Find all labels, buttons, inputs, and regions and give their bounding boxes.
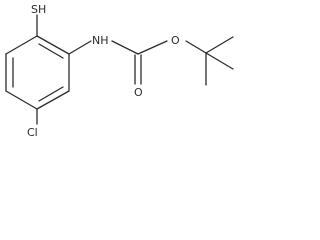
bond-tertiary-carbon-methyl-up bbox=[205, 36, 234, 54]
ring-bond-c6-c1 bbox=[5, 35, 38, 55]
ester-oxygen-label: O bbox=[171, 34, 180, 47]
ring-bond-c1-c2 bbox=[36, 35, 70, 55]
amine-label: NH bbox=[92, 34, 109, 47]
bond-oxygen-to-tertiary-carbon bbox=[185, 40, 207, 54]
ring-bond-c4-c5 bbox=[5, 90, 38, 110]
thiol-label: SH bbox=[31, 3, 46, 16]
ring-bond-c3-c4 bbox=[36, 90, 70, 110]
bond-nitrogen-to-carbonyl bbox=[111, 40, 139, 55]
bond-ring-to-nitrogen bbox=[68, 40, 92, 55]
ring-double-bond-c3-c4 bbox=[38, 86, 64, 102]
bond-carbonyl-to-oxygen-single bbox=[137, 40, 168, 55]
chemical-structure-diagram: SH NH O O Cl bbox=[5, 3, 234, 139]
benzene-ring bbox=[5, 35, 70, 110]
ring-double-bond-c1-c2 bbox=[38, 43, 64, 59]
bond-tertiary-carbon-methyl-right bbox=[205, 52, 234, 70]
chlorine-label: Cl bbox=[27, 126, 38, 139]
carbonyl-oxygen-label: O bbox=[134, 86, 143, 99]
